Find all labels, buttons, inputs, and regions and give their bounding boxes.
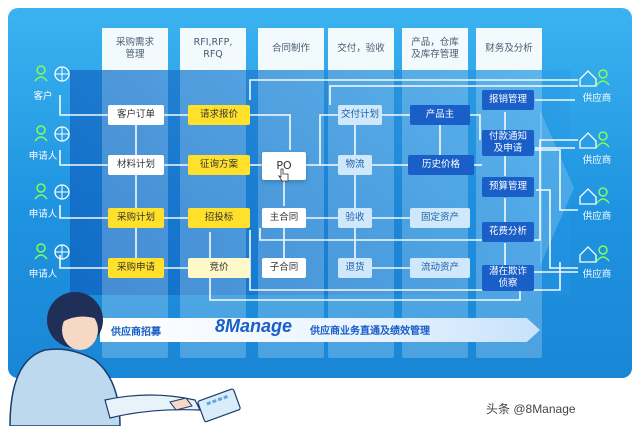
lane-head: RFI,RFP, RFQ <box>180 28 246 70</box>
lane-head: 产品，仓库 及库存管理 <box>402 28 468 70</box>
lane-inventory: 产品，仓库 及库存管理 <box>402 28 468 358</box>
node-expense-mgmt[interactable]: 报销管理 <box>482 90 534 110</box>
house-icon <box>579 132 597 149</box>
supplier-icon <box>596 245 610 262</box>
node-payment-notice[interactable]: 付款通知 及申请 <box>482 130 534 156</box>
supplier-recruit-label[interactable]: 供应商招募 <box>111 326 161 338</box>
node-fraud-risk[interactable]: 潜在欺诈 侦察 <box>482 265 534 291</box>
node-auction[interactable]: 竞价 <box>188 258 250 278</box>
globe-icon <box>54 66 70 82</box>
globe-icon <box>54 126 70 142</box>
node-request-quote[interactable]: 请求报价 <box>188 105 250 125</box>
applicant-icon <box>34 183 48 200</box>
node-budget-mgmt[interactable]: 预算管理 <box>482 177 534 197</box>
node-po-label: PO <box>276 159 292 172</box>
brand-logo: 8Manage <box>215 316 293 336</box>
node-customer-order[interactable]: 客户订单 <box>108 105 164 125</box>
node-po[interactable]: PO <box>262 152 306 180</box>
node-product-owner[interactable]: 产品主 <box>410 105 470 125</box>
house-icon <box>579 246 597 263</box>
applicant-icon <box>34 125 48 142</box>
node-fixed-assets[interactable]: 固定资产 <box>410 208 470 228</box>
globe-icon <box>54 184 70 200</box>
lane-head: 合同制作 <box>258 28 324 70</box>
supplier-icon <box>596 187 610 204</box>
customer-icon <box>34 65 48 82</box>
pointer-icon <box>278 168 289 182</box>
node-inquiry-plan[interactable]: 征询方案 <box>188 155 250 175</box>
node-purchase-plan[interactable]: 采购计划 <box>108 208 164 228</box>
globe-icon <box>54 244 70 260</box>
house-icon <box>579 188 597 205</box>
lane-delivery: 交付，验收 <box>328 28 394 358</box>
node-purchase-request[interactable]: 采购申请 <box>108 258 164 278</box>
node-delivery-plan[interactable]: 交付计划 <box>338 105 382 125</box>
lane-procurement-demand: 采购需求 管理 <box>102 28 168 358</box>
node-sub-contract[interactable]: 子合同 <box>262 258 306 278</box>
bottom-banner <box>100 318 540 342</box>
node-return-goods[interactable]: 退货 <box>338 258 372 278</box>
right-actor-label: 供应商 <box>582 93 612 104</box>
left-actor-label: 申请人 <box>28 269 58 280</box>
right-actor-label: 供应商 <box>582 155 612 166</box>
node-history-price[interactable]: 历史价格 <box>408 155 474 175</box>
woman-at-computer-illustration <box>9 292 241 426</box>
node-acceptance[interactable]: 验收 <box>338 208 372 228</box>
bottom-slogan: 供应商业务直通及绩效管理 <box>310 326 430 337</box>
lane-head: 交付，验收 <box>328 28 394 70</box>
lane-head: 采购需求 管理 <box>102 28 168 70</box>
node-tender[interactable]: 招投标 <box>188 208 250 228</box>
lane-contract: 合同制作 <box>258 28 324 358</box>
left-actor-label: 申请人 <box>28 209 58 220</box>
right-actor-label: 供应商 <box>582 269 612 280</box>
lane-head: 财务及分析 <box>476 28 542 70</box>
right-actor-label: 供应商 <box>582 211 612 222</box>
supplier-icon <box>596 69 610 86</box>
lane-rfx: RFI,RFP, RFQ <box>180 28 246 358</box>
node-cost-analysis[interactable]: 花费分析 <box>482 222 534 242</box>
supplier-icon <box>596 131 610 148</box>
node-material-plan[interactable]: 材料计划 <box>108 155 164 175</box>
node-logistics[interactable]: 物流 <box>338 155 372 175</box>
node-current-assets[interactable]: 流动资产 <box>410 258 470 278</box>
left-actor-label: 客户 <box>33 91 53 102</box>
node-main-contract[interactable]: 主合同 <box>262 208 306 228</box>
applicant-icon <box>34 243 48 260</box>
left-actor-label: 申请人 <box>28 151 58 162</box>
house-icon <box>579 70 597 87</box>
watermark-text: 头条 @8Manage <box>486 402 576 416</box>
